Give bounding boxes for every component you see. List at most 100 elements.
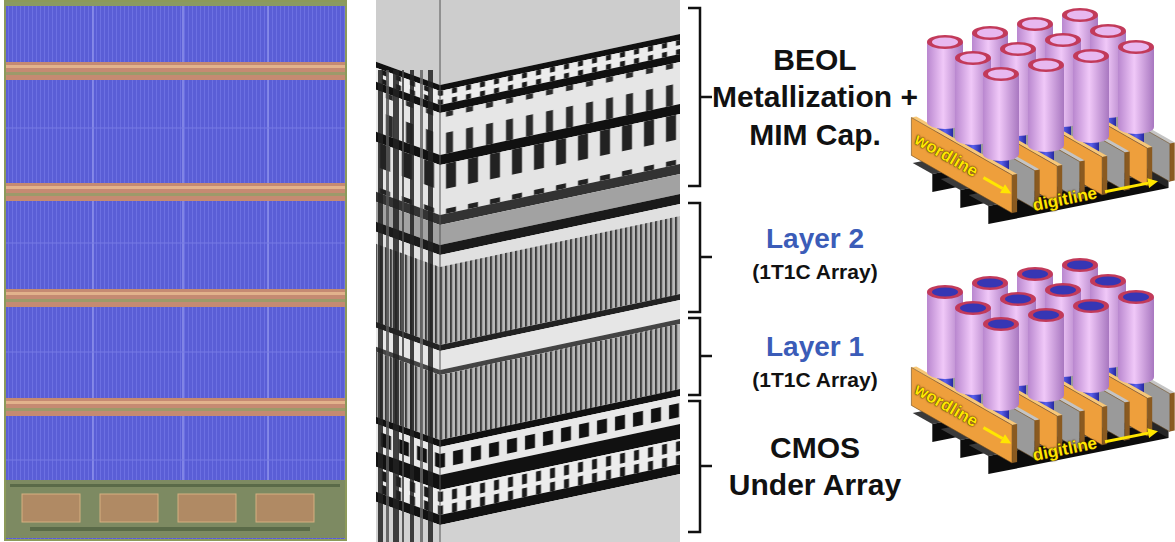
capacitor-cylinder [927,285,963,299]
capacitor-cylinder [988,320,1014,329]
die-photo [6,193,345,196]
die-photo [6,62,345,416]
capacitor-cylinder [1050,286,1076,295]
cross-section-image [420,70,423,542]
capacitor-cylinder [983,74,1019,154]
capacitor-cylinder [1005,45,1031,54]
capacitor-cylinder [1000,292,1036,306]
capacitor-cylinder [1028,58,1064,72]
capacitor-cylinder [1022,20,1048,29]
capacitor-cylinder [977,29,1003,38]
die-photo [22,494,80,522]
cell-layer [911,258,1174,474]
capacitor-cylinder [1073,56,1109,136]
layer-label: BEOL Metallization + MIM Cap. [695,41,935,154]
capacitor-cylinder [960,54,986,63]
die-photo [6,480,345,538]
layer-label: Layer 2 [705,221,925,256]
die-photo [30,527,310,531]
capacitor-cylinder [1118,370,1154,384]
capacitor-cylinder [1050,36,1076,45]
cross-section-image [393,70,399,542]
die-photo [6,460,345,461]
layer-label: Layer 1 [705,329,925,364]
cross-section-image [376,0,440,542]
die-photo [6,186,345,189]
gate-plate [1125,152,1130,191]
die-photo [6,128,345,460]
cross-section-image [386,70,389,542]
capacitor-cylinder [972,276,1008,290]
cross-section-image [300,0,760,542]
bracket [688,8,712,186]
bracket [688,8,712,532]
die-photo [6,183,345,201]
capacitor-cylinder [932,38,958,47]
die-photo [6,289,345,307]
wordline-plate [1012,174,1017,213]
capacitor-cylinder [1078,302,1104,311]
capacitor-cylinder [1028,388,1064,402]
capacitor-cylinder [988,70,1014,79]
capacitor-cylinder [960,304,986,313]
cell-layer [911,8,1174,224]
capacitor-cylinder [1118,290,1154,304]
direction-arrow [1147,428,1158,438]
die-photo [178,494,236,522]
wordline-plate [1102,406,1107,445]
wordline-plate [1012,424,1017,463]
capacitor-cylinder [1033,61,1059,70]
gate-plate [1170,393,1175,432]
die-photo [6,243,345,244]
capacitor-cylinder [1095,27,1121,36]
capacitor-cylinder [1118,40,1154,54]
die-photo [6,65,345,68]
die-photo [6,299,345,302]
cross-section-image [378,70,383,542]
capacitor-cylinder [927,35,963,49]
capacitor-cylinder [1028,65,1064,145]
capacitor-cylinder [932,288,958,297]
capacitor-cylinder [983,317,1019,331]
capacitor-cylinder [1045,33,1081,47]
die-photo [6,2,345,6]
capacitor-cylinder [1118,120,1154,134]
cross-section-image [376,0,440,542]
capacitor-cylinder [1028,138,1064,152]
capacitor-cylinder [1067,261,1093,270]
gate-plate [1170,143,1175,182]
die-photo [10,484,340,531]
direction-arrow [1147,178,1158,188]
capacitor-cylinder [1067,11,1093,20]
capacitor-cylinder [1000,42,1036,56]
capacitor-cylinder [1123,43,1149,52]
capacitor-cylinder [1045,283,1081,297]
direction-arrow [983,178,1002,189]
layer-sublabel: (1T1C Array) [705,259,925,285]
die-photo [6,408,345,411]
direction-arrow [1000,434,1011,443]
capacitor-cylinder [1028,315,1064,395]
capacitor-cylinder [1073,306,1109,386]
die-photo [10,484,340,487]
capacitor-cylinder [1017,267,1053,281]
direction-arrow [1105,433,1148,442]
die-photo [6,352,345,353]
die-photo [22,494,314,522]
capacitor-cylinder [1062,8,1098,22]
gate-plate [1125,402,1130,441]
capacitor-cylinder [1073,49,1109,63]
capacitor-cylinder [977,279,1003,288]
die-photo [6,62,345,80]
cross-section-image [440,0,680,542]
capacitor-cylinder [955,301,991,315]
cross-section-image [410,70,414,542]
die-photo [5,1,346,540]
capacitor-cylinder [955,51,991,65]
cross-section-image [428,70,433,542]
capacitor-cylinder [1033,311,1059,320]
die-photo [6,128,345,129]
capacitor-cylinder [1022,270,1048,279]
capacitor-cylinder [1090,274,1126,288]
